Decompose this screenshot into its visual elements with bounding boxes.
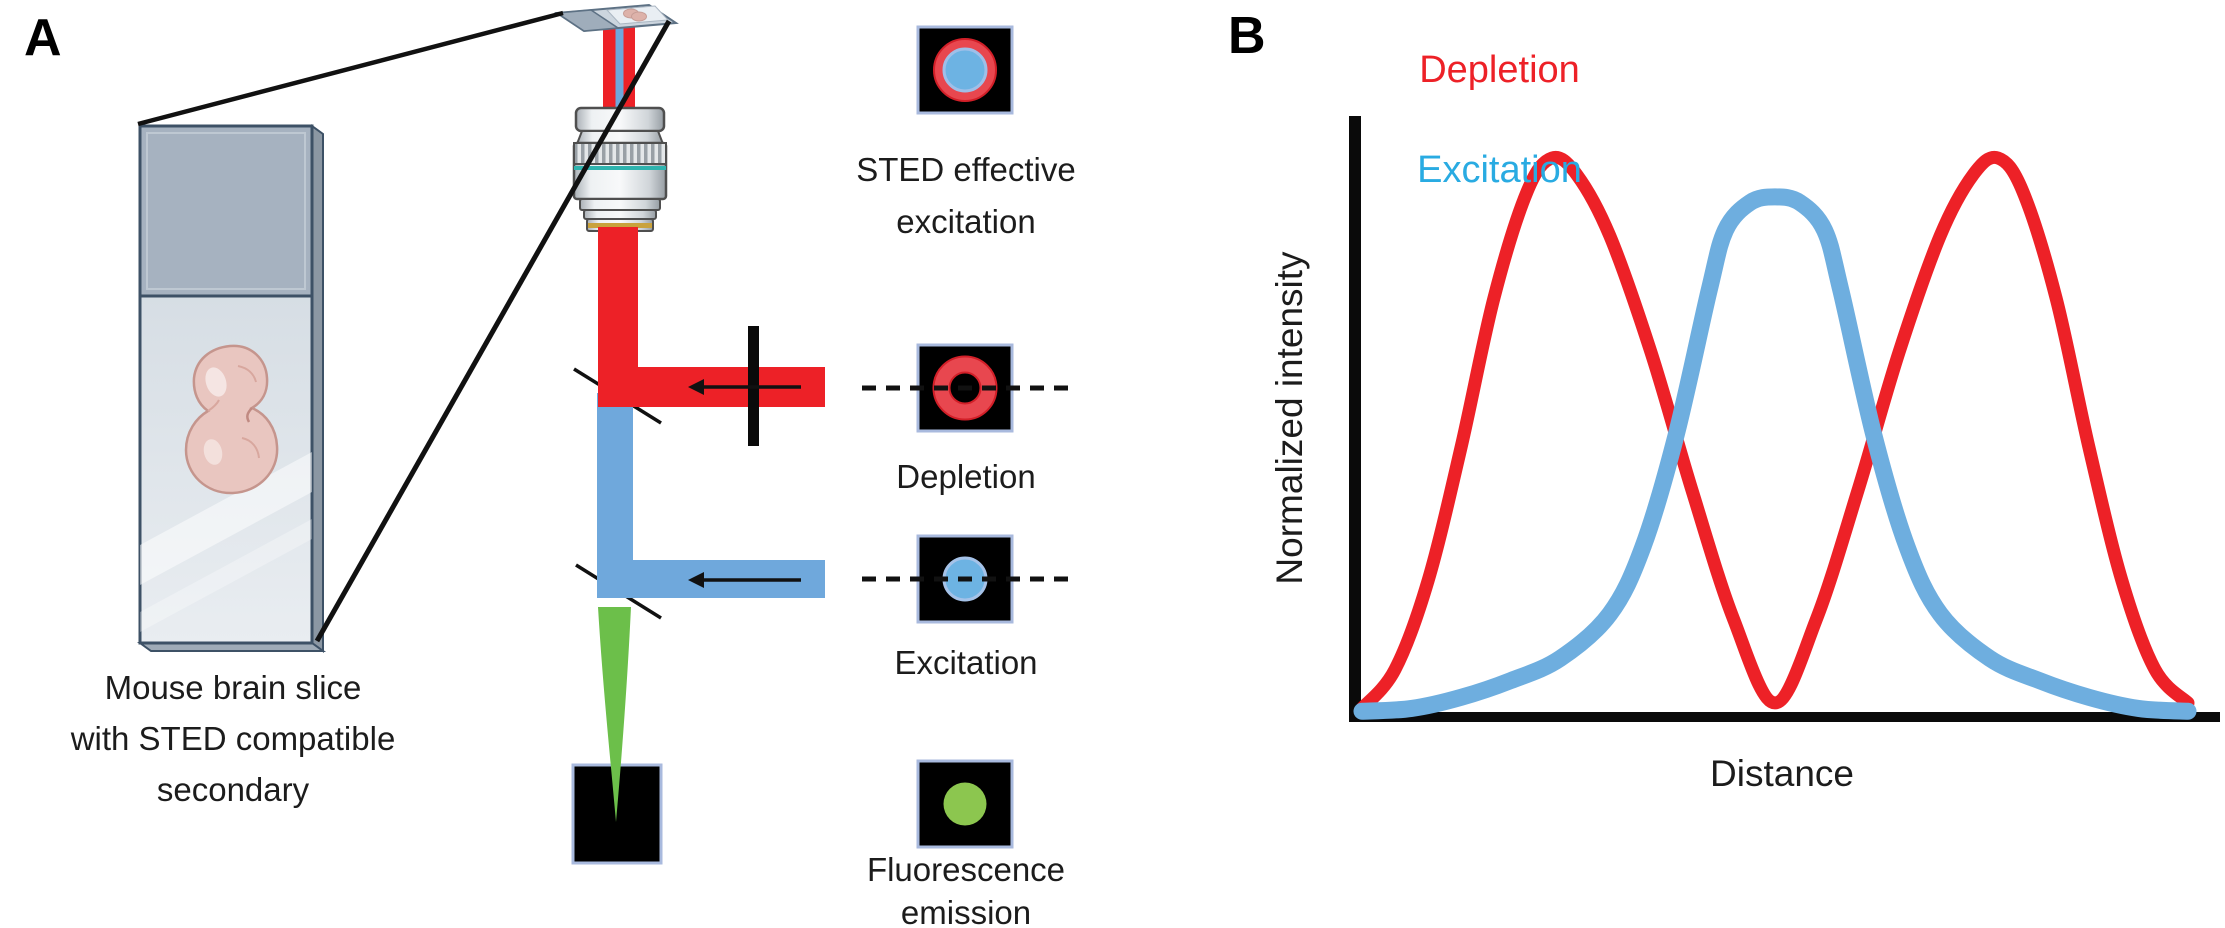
brain-highlight [205,367,227,397]
donut-inner-rim [948,371,982,405]
arrow-head-icon [688,572,704,588]
excitation-beam-arrow [688,572,801,588]
panel-a-label: A [24,9,62,67]
slide-side-face [311,124,324,653]
objective-step [579,198,661,211]
excitation-spot [942,47,988,93]
microscope-objective [572,106,668,232]
sample-slide [136,124,327,653]
glass-streak [140,519,312,632]
brain-highlight [203,439,223,465]
depletion-beam-path [598,227,825,407]
callout-line-upper [137,10,564,127]
glass-streak [140,452,312,585]
objective-teal-band [574,166,666,170]
objective-step [583,209,657,220]
focal-slide [554,3,679,33]
fluorescence-beam-cone [598,607,631,822]
y-axis [1349,116,1361,722]
x-axis-label: Distance [1710,753,1854,794]
panel-b-label: B [1228,7,1266,65]
excitation-beam-path [597,393,825,598]
excitation-label: Excitation [894,644,1038,681]
objective-gold-band [588,223,652,228]
depletion-beam-arrow [688,379,801,395]
combined-beam-above-objective [603,25,635,110]
legend-depletion: Depletion [1419,49,1580,91]
brain-slice [184,344,279,495]
donut-outer-rim [932,355,998,421]
mini-brain-slice [631,11,647,22]
brain-detail [237,365,257,383]
brain-crease [246,407,253,423]
legend-excitation: Excitation [1417,149,1582,191]
arrow-head-icon [688,379,704,395]
fluorescence-emission-profile-icon [916,759,1014,849]
depletion-curve [1355,150,2195,715]
chart-legend: Depletion Excitation [1392,0,1607,245]
slide-reflections [140,452,312,632]
excitation-curve [1353,188,2197,720]
brain-crease [207,399,220,412]
frosted-bevel [146,132,306,290]
slide-caption: Mouse brain slice with STED compatible s… [70,669,396,808]
callout-line-lower [314,19,672,643]
slide-frosted-end [138,124,314,298]
sted-effective-excitation-profile-icon [916,25,1014,115]
sted-effective-excitation-label: STED effective excitation [856,151,1076,240]
fluorescence-emission-label: Fluorescence emission [866,851,1066,928]
brain-outline [184,344,279,495]
depletion-label: Depletion [896,458,1036,495]
x-axis [1349,712,2220,722]
focal-slide-frosted [554,9,621,32]
y-axis-label: Normalized intensity [1269,251,1310,585]
emission-spot [943,782,987,826]
excitation-beam-core [615,25,624,110]
brain-detail [241,437,260,459]
